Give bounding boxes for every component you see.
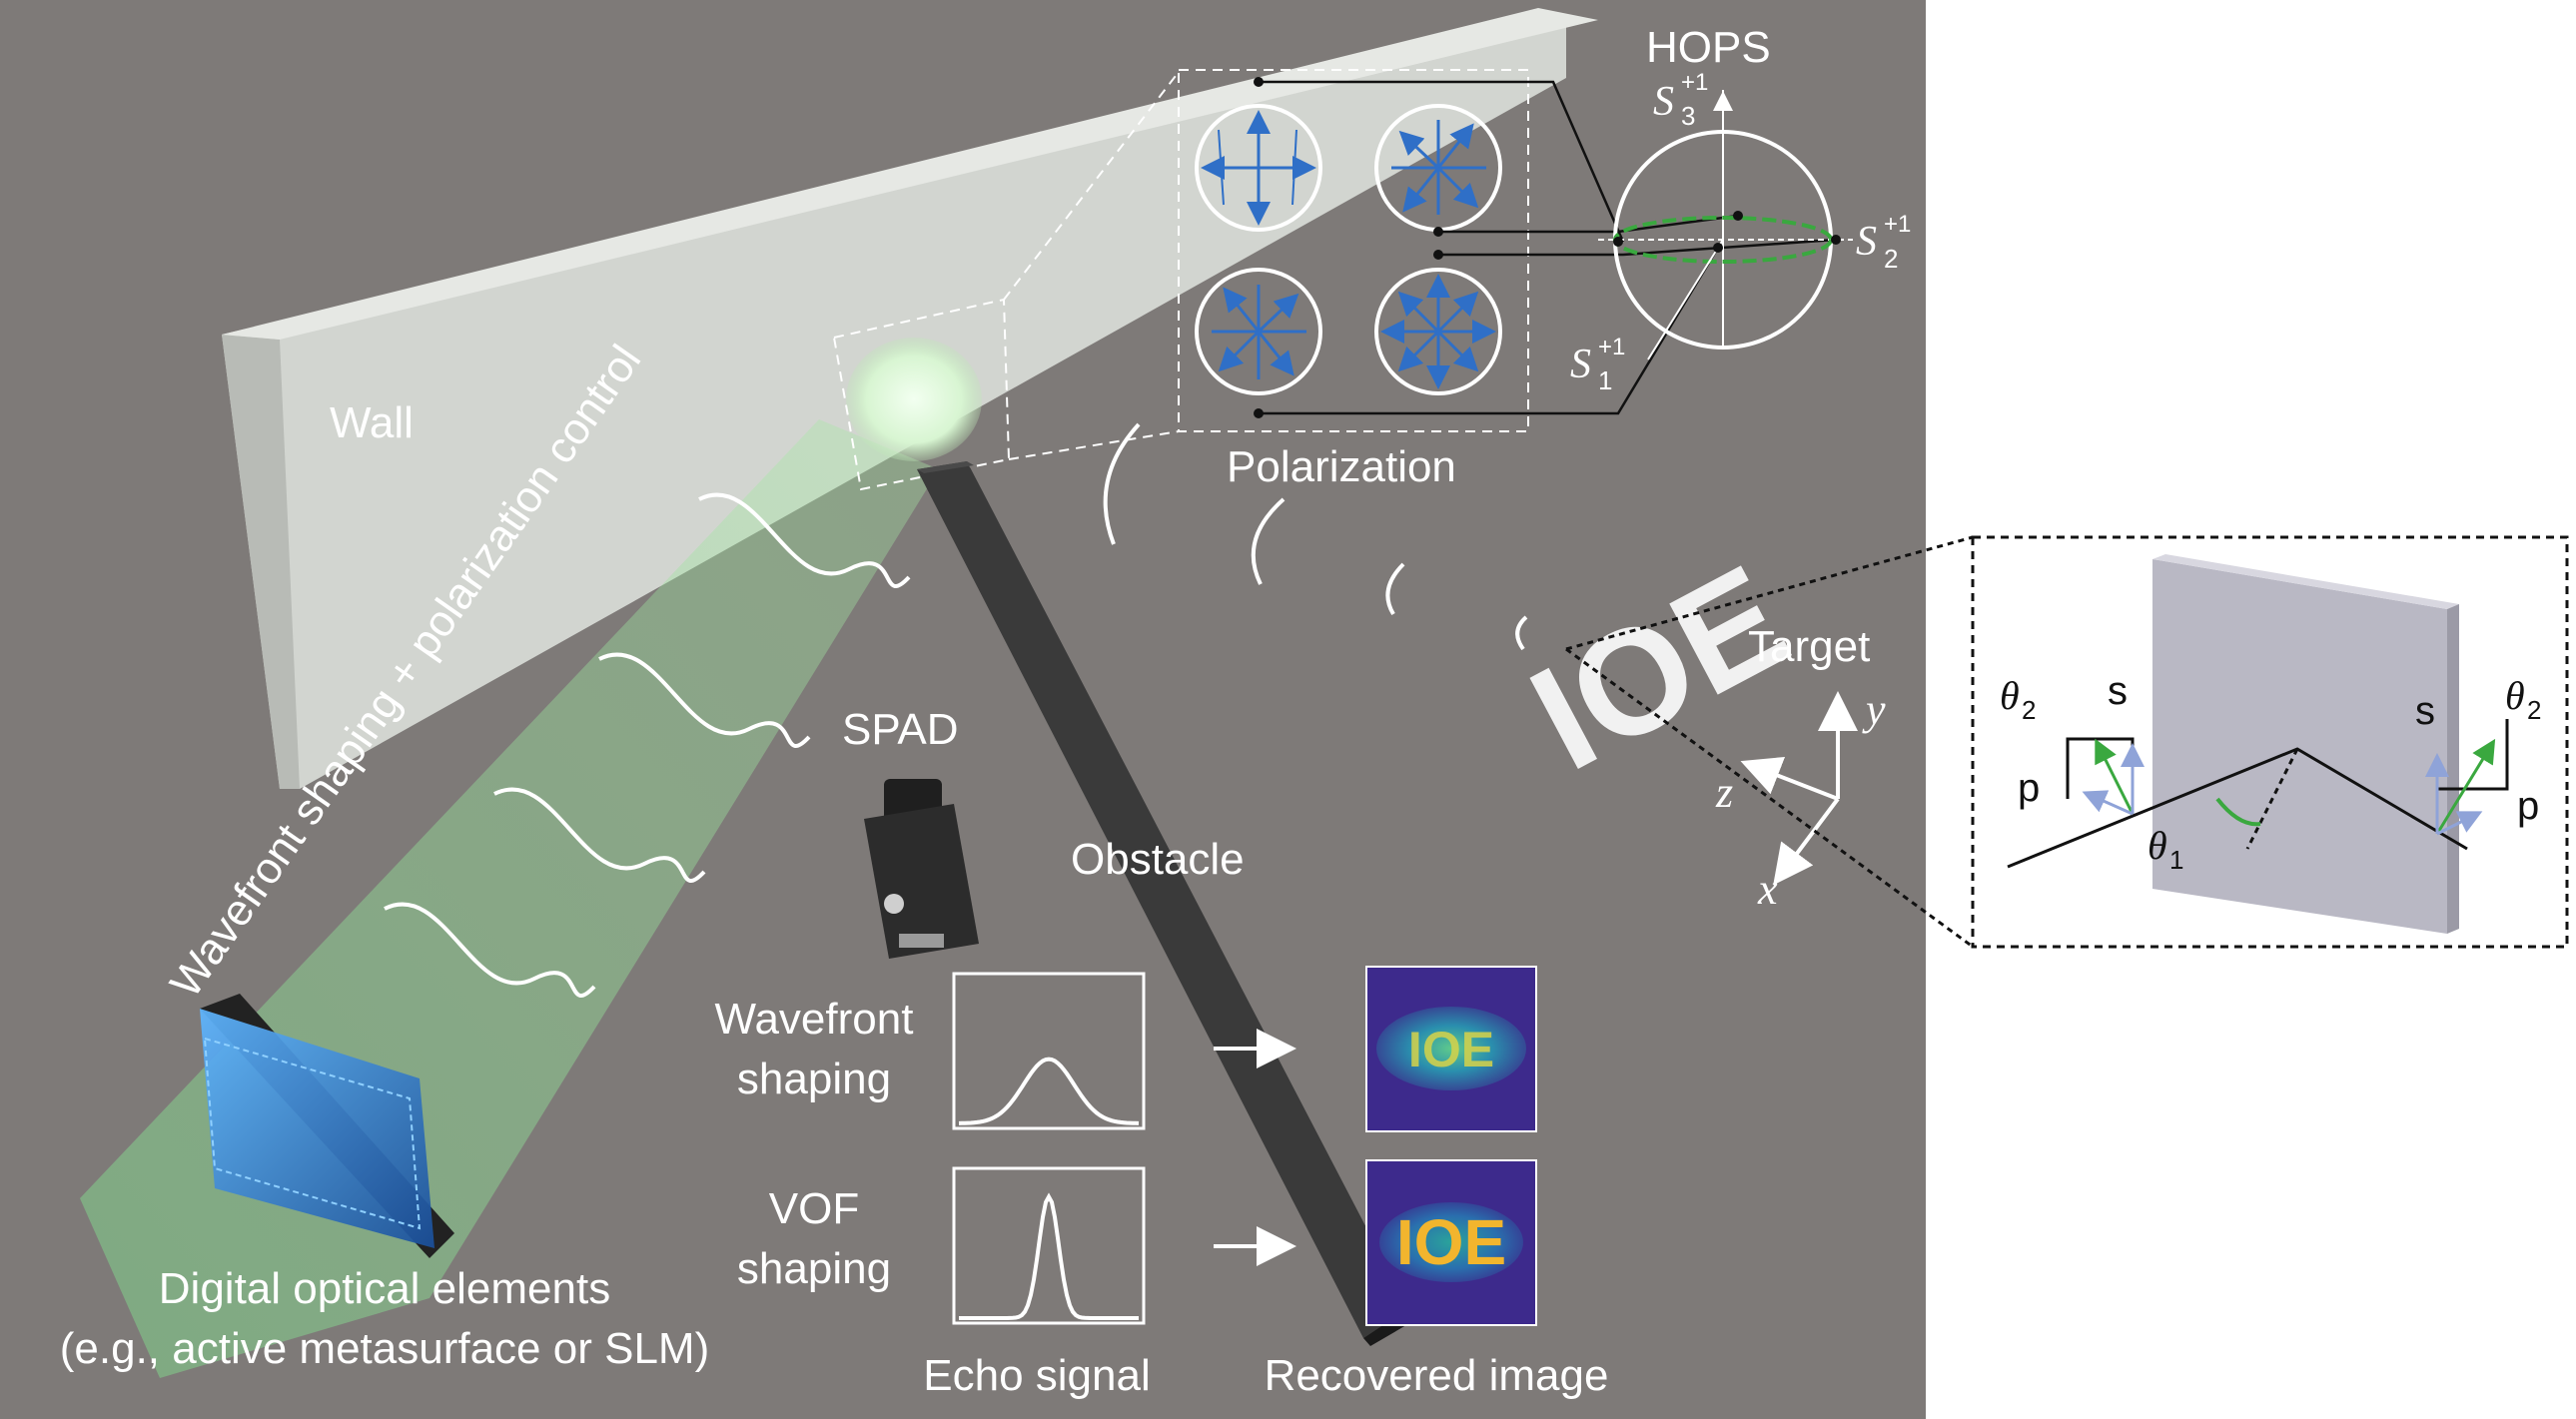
polarization-label: Polarization <box>1227 442 1456 491</box>
wave-squiggles <box>384 492 911 998</box>
s3-sub: 3 <box>1681 101 1695 131</box>
digital-optical-label-line2: (e.g., active metasurface or SLM) <box>60 1324 709 1373</box>
sphere-connectors <box>1259 80 1837 415</box>
polarization-pattern-azimuthal-bottom-right <box>1374 268 1502 395</box>
theta1-sub: 1 <box>2169 845 2183 875</box>
vof-shaping-label-line1: VOF <box>769 1184 859 1233</box>
hops-sphere <box>1598 90 1853 360</box>
echo-signal-label: Echo signal <box>923 1351 1150 1400</box>
polarization-pattern-spiral-top-right <box>1374 104 1502 232</box>
vof-shaping-label-line2: shaping <box>737 1244 891 1293</box>
echo-signal-plot-wavefront <box>952 972 1146 1130</box>
s2-base: S <box>1856 219 1877 265</box>
spad-label: SPAD <box>842 705 959 754</box>
axis-x-label: x <box>1757 865 1778 914</box>
inset-p-right: p <box>2517 784 2539 828</box>
recovered-image-sharp: IOE <box>1365 1159 1537 1326</box>
recovered-letters-blurry: IOE <box>1408 1022 1494 1077</box>
axis-y-label: y <box>1862 685 1886 734</box>
wavefront-shaping-label-line1: Wavefront <box>715 995 914 1044</box>
echo-signal-plot-vof <box>952 1166 1146 1325</box>
polarization-pattern-radial-top-left <box>1195 104 1322 232</box>
s2-sub: 2 <box>1884 244 1898 274</box>
target-label: Target <box>1748 622 1870 671</box>
echo-arcs <box>1103 422 1528 651</box>
reflection-inset <box>1971 535 2569 949</box>
recovered-letters-sharp: IOE <box>1396 1206 1506 1278</box>
axis-z-label: z <box>1715 768 1733 817</box>
theta2-left-sub: 2 <box>2022 695 2036 725</box>
recovered-image-blurry: IOE <box>1365 966 1537 1132</box>
wall-label: Wall <box>330 398 414 447</box>
recovered-image-label: Recovered image <box>1265 1351 1609 1400</box>
digital-optical-label-line1: Digital optical elements <box>159 1264 610 1313</box>
inset-p-left: p <box>2018 766 2040 810</box>
inset-theta2-left: θ 2 <box>2000 673 2036 725</box>
wavefront-shaping-label-line2: shaping <box>737 1055 891 1103</box>
obstacle-label: Obstacle <box>1071 835 1245 884</box>
s1-sub: 1 <box>1598 365 1612 395</box>
s3-sup: +1 <box>1681 69 1708 96</box>
polarization-pattern-spiral-bottom-left <box>1195 268 1322 395</box>
metasurface-device <box>200 994 454 1258</box>
coordinate-axes <box>1740 691 1858 886</box>
s2-sup: +1 <box>1884 211 1911 238</box>
theta2-right-base: θ <box>2505 673 2525 718</box>
s1-base: S <box>1570 342 1591 387</box>
inset-leaders <box>1565 535 1974 949</box>
spad-detector <box>864 779 979 959</box>
s1-sup: +1 <box>1598 334 1625 360</box>
inset-s-left: s <box>2108 669 2128 713</box>
s3-base: S <box>1653 79 1674 125</box>
inset-s-right: s <box>2415 689 2435 733</box>
zoom-outline <box>832 69 1529 491</box>
s1-label: S +1 1 <box>1570 334 1625 395</box>
connector-dots <box>1254 77 1443 418</box>
theta2-right-sub: 2 <box>2527 695 2541 725</box>
s3-label: S +1 3 <box>1653 69 1708 131</box>
inset-theta1: θ 1 <box>2147 823 2183 875</box>
theta2-left-base: θ <box>2000 673 2020 718</box>
hops-label: HOPS <box>1646 23 1771 72</box>
illumination-spot <box>846 338 982 461</box>
inset-theta2-right: θ 2 <box>2505 673 2541 725</box>
theta1-base: θ <box>2147 823 2167 868</box>
s2-label: S +1 2 <box>1856 211 1911 274</box>
